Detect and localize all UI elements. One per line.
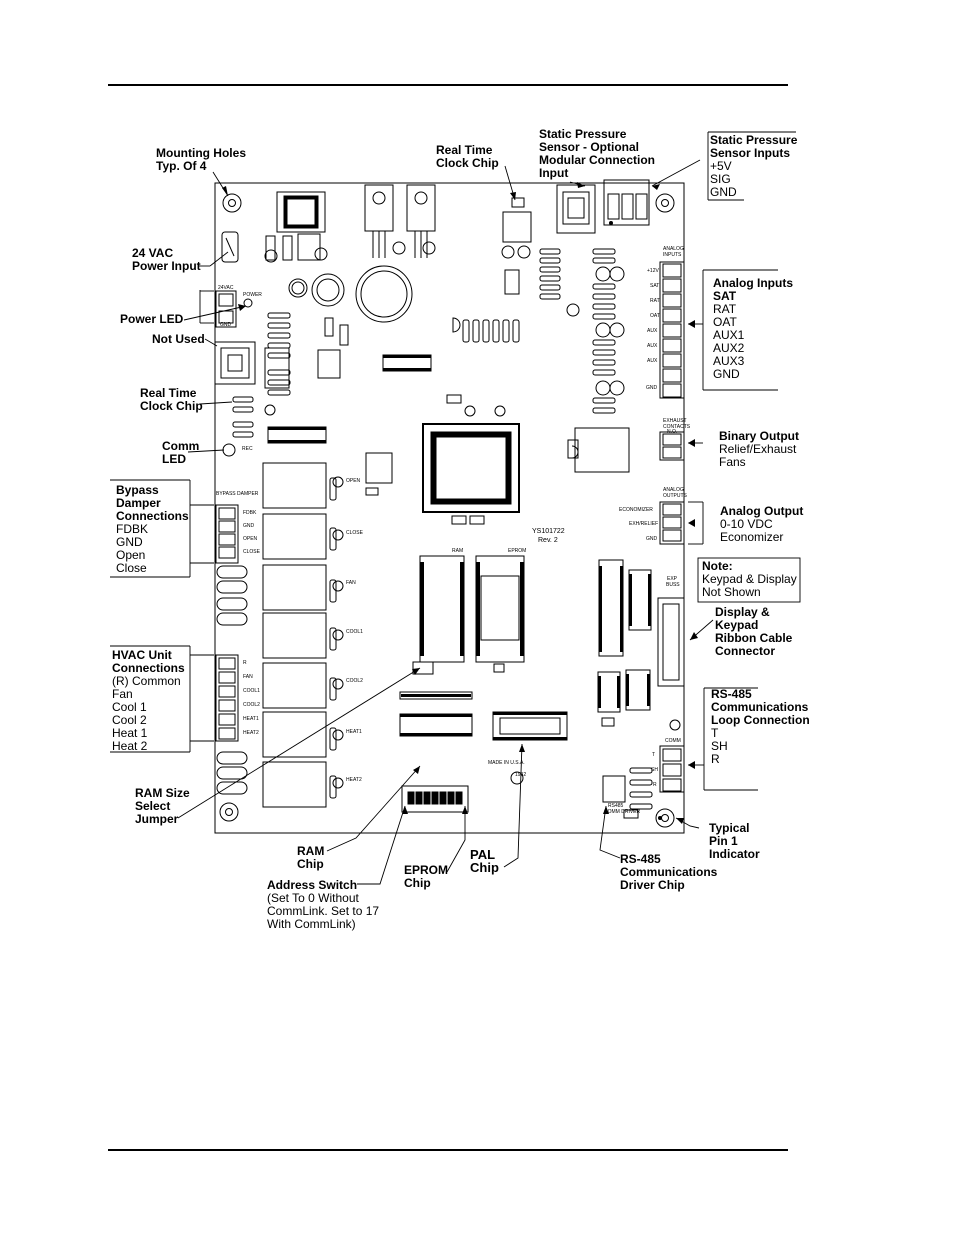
leader-not-used — [204, 338, 218, 347]
board-hvac-term: COOL1 — [243, 688, 260, 694]
board-bypass-damper: BYPASS DAMPER — [216, 491, 259, 497]
board-comm-term: COMM — [665, 738, 681, 744]
leader-comm-led — [187, 449, 225, 453]
board-analog-outputs-2: OUTPUTS — [663, 493, 687, 499]
board-comm-term: R — [653, 782, 657, 788]
board-ao-term: ECONOMIZER — [619, 507, 653, 513]
board-eprom-label: EPROM — [508, 548, 527, 554]
board-vac-label: 24VAC — [218, 285, 234, 291]
board-rs485-chip-1: RS485 — [608, 803, 624, 809]
board-ai-term: SAT — [650, 283, 660, 289]
top-rule — [108, 84, 788, 86]
board-ai-term: AUX — [647, 358, 658, 364]
label-static-inputs: Static Pressure Sensor Inputs +5V SIG GN… — [710, 133, 798, 199]
board-ao-term: EXH/RELIEF — [629, 521, 659, 527]
label-bypass-damper: Bypass Damper Connections FDBK GND Open … — [116, 483, 189, 575]
board-relay-label: COOL2 — [346, 678, 363, 684]
label-power-led: Power LED — [120, 312, 184, 326]
board-rs485-chip-2: COMM DRIVER — [604, 809, 641, 815]
label-binary-output: Binary Output Relief/Exhaust Fans — [719, 429, 799, 469]
mounting-hole-icon — [222, 193, 242, 213]
label-not-used: Not Used — [152, 332, 205, 346]
label-rs485-driver: RS-485 Communications Driver Chip — [620, 852, 718, 892]
leader-ram-chip — [326, 765, 421, 852]
board-bypass-term: GND — [243, 523, 255, 529]
board-hvac-term: COOL2 — [243, 702, 260, 708]
leader-ram-jumper — [177, 667, 421, 819]
board-relay-label: OPEN — [346, 478, 361, 484]
board-hvac-term: HEAT2 — [243, 730, 259, 736]
board-exhaust-3: N.O. — [667, 429, 678, 435]
mounting-hole-icon — [219, 802, 239, 822]
leader-address-switch — [357, 805, 406, 885]
board-analog-outputs-1: ANALOG — [663, 487, 684, 493]
board-year-label: 1992 — [515, 772, 527, 778]
label-ribbon-connector: Display & Keypad Ribbon Cable Connector — [715, 605, 793, 658]
board-bypass-term: FDBK — [243, 510, 257, 516]
mounting-hole-icon — [655, 193, 675, 213]
leader-power-led — [183, 305, 247, 321]
label-analog-output: Analog Output 0-10 VDC Economizer — [720, 504, 804, 544]
board-power-label: POWER — [243, 292, 262, 298]
label-address-switch: Address Switch (Set To 0 Without CommLin… — [267, 878, 380, 931]
board-bypass-term: OPEN — [243, 536, 258, 542]
label-hvac-connections: HVAC Unit Connections (R) Common Fan Coo… — [112, 648, 185, 753]
board-comm-term: SH — [651, 767, 658, 773]
board-bypass-term: CLOSE — [243, 549, 260, 555]
board-ram-label: RAM — [452, 548, 464, 554]
board-relay-label: HEAT2 — [346, 777, 362, 783]
board-ai-term: RAT — [650, 298, 660, 304]
board-ai-term: OAT — [650, 313, 660, 319]
board-made-in-label: MADE IN U.S.A. — [488, 760, 525, 766]
label-note: Note: Keypad & Display Not Shown — [702, 559, 797, 599]
board-hvac-term: HEAT1 — [243, 716, 259, 722]
label-static-sensor: Static Pressure Sensor - Optional Modula… — [539, 127, 655, 180]
board-analog-inputs-2: INPUTS — [663, 252, 682, 258]
board-relay-label: FAN — [346, 580, 356, 586]
board-comm-term: T — [652, 752, 656, 758]
label-pin1-indicator: Typical Pin 1 Indicator — [709, 821, 760, 861]
board-ao-term: GND — [646, 536, 658, 542]
board-gnd-label: GND — [220, 322, 232, 328]
board-ai-term: AUX — [647, 343, 658, 349]
label-analog-inputs: Analog Inputs SAT RAT OAT AUX1 AUX2 AUX3… — [713, 276, 793, 381]
board-exp-buss-1: EXP — [667, 576, 678, 582]
bottom-rule — [108, 1149, 788, 1151]
board-rev: Rev. 2 — [538, 537, 558, 544]
board-hvac-term: R — [243, 660, 247, 666]
board-relay-label: HEAT1 — [346, 729, 362, 735]
board-exp-buss-2: BUSS — [666, 582, 680, 588]
label-rs485-loop: RS-485 Communications Loop Connection T … — [711, 687, 810, 766]
board-ai-term: GND — [646, 385, 658, 391]
board-ai-term: +12V — [647, 268, 659, 274]
board-relay-label: CLOSE — [346, 530, 363, 536]
board-exhaust-2: CONTACTS — [663, 424, 691, 430]
board-part-number: YS101722 — [532, 528, 565, 535]
board-analog-inputs-1: ANALOG — [663, 246, 684, 252]
board-hvac-term: FAN — [243, 674, 253, 680]
leader-rtc-left — [199, 401, 233, 405]
board-ai-term: AUX — [647, 328, 658, 334]
board-relay-label: COOL1 — [346, 629, 363, 635]
label-ram-size-jumper: RAM Size Select Jumper — [135, 786, 190, 826]
board-exhaust-1: EXHAUST — [663, 418, 687, 424]
board-rec-label: REC — [242, 446, 253, 452]
